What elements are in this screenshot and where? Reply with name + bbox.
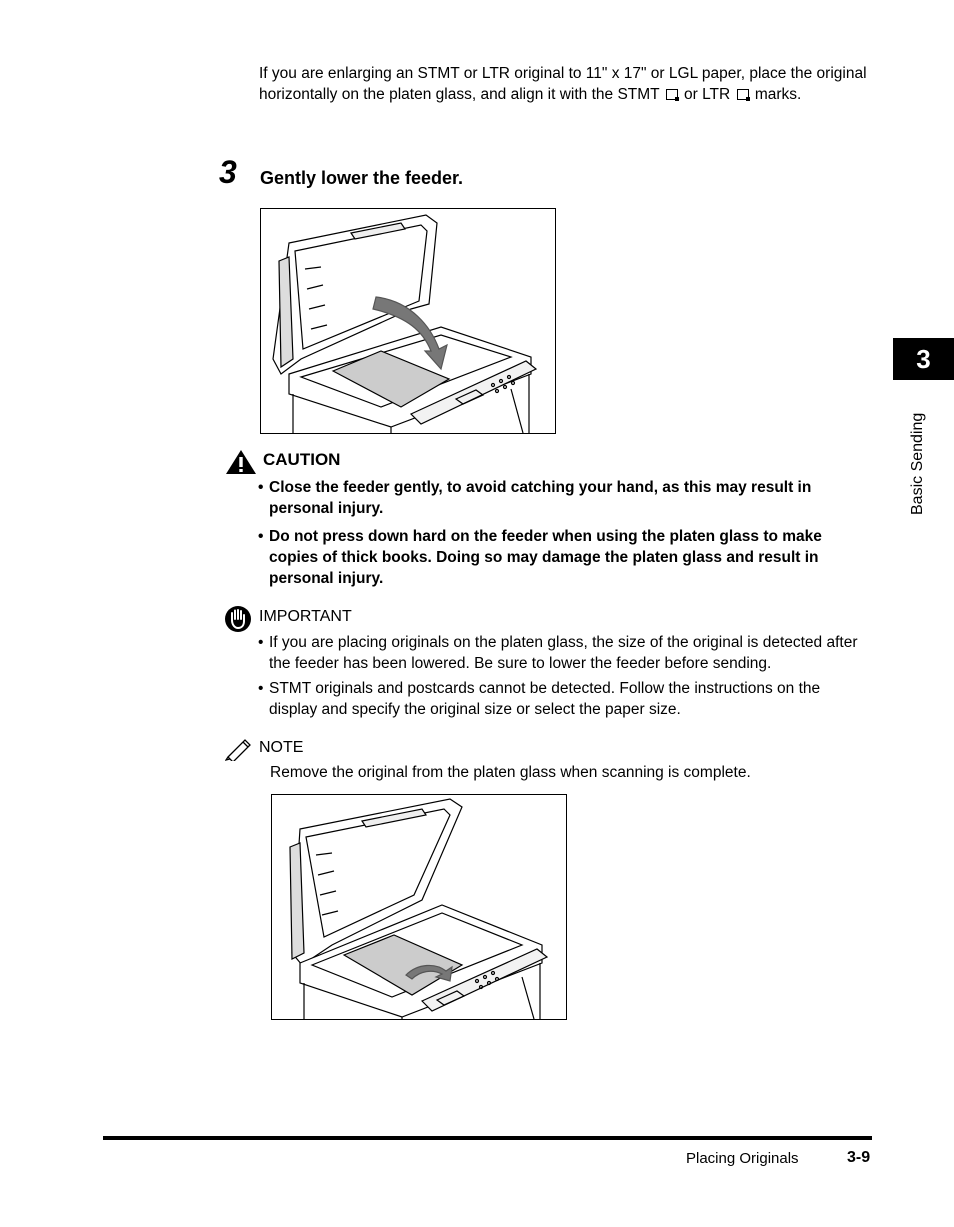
- copier-lowering-feeder-drawing: [272, 214, 538, 433]
- stmt-mark-icon: [665, 89, 679, 101]
- remove-original-illustration: [271, 794, 567, 1020]
- important-title: IMPORTANT: [259, 608, 352, 625]
- intro-text-between: or LTR: [683, 86, 731, 103]
- important-list: If you are placing originals on the plat…: [258, 632, 870, 724]
- note-pencil-icon: [225, 739, 251, 761]
- step-number: 3: [219, 154, 237, 190]
- caution-title: CAUTION: [263, 450, 341, 469]
- important-hand-icon: [225, 606, 251, 632]
- note-text: Remove the original from the platen glas…: [270, 764, 751, 781]
- note-title: NOTE: [259, 739, 304, 756]
- page-number: 3-9: [847, 1149, 871, 1166]
- footer-section-title: Placing Originals: [686, 1150, 799, 1167]
- important-item: If you are placing originals on the plat…: [258, 632, 870, 674]
- ltr-mark-icon: [736, 89, 750, 101]
- footer-rule: [103, 1136, 872, 1140]
- important-item: STMT originals and postcards cannot be d…: [258, 678, 870, 720]
- caution-item: Close the feeder gently, to avoid catchi…: [258, 477, 870, 519]
- chapter-tab-label: Basic Sending: [907, 390, 929, 515]
- caution-item: Do not press down hard on the feeder whe…: [258, 526, 870, 589]
- chapter-tab-number: 3: [893, 338, 954, 380]
- intro-paragraph: If you are enlarging an STMT or LTR orig…: [259, 63, 871, 105]
- lower-feeder-illustration: [260, 208, 556, 434]
- copier-remove-original-drawing: [289, 798, 549, 1019]
- intro-text: If you are enlarging an STMT or LTR orig…: [259, 65, 867, 103]
- intro-text-after: marks.: [754, 86, 802, 103]
- caution-list: Close the feeder gently, to avoid catchi…: [258, 477, 870, 596]
- step-title: Gently lower the feeder.: [260, 168, 464, 188]
- caution-warning-icon: [226, 450, 256, 474]
- chapter-tab-label-text: Basic Sending: [909, 412, 926, 515]
